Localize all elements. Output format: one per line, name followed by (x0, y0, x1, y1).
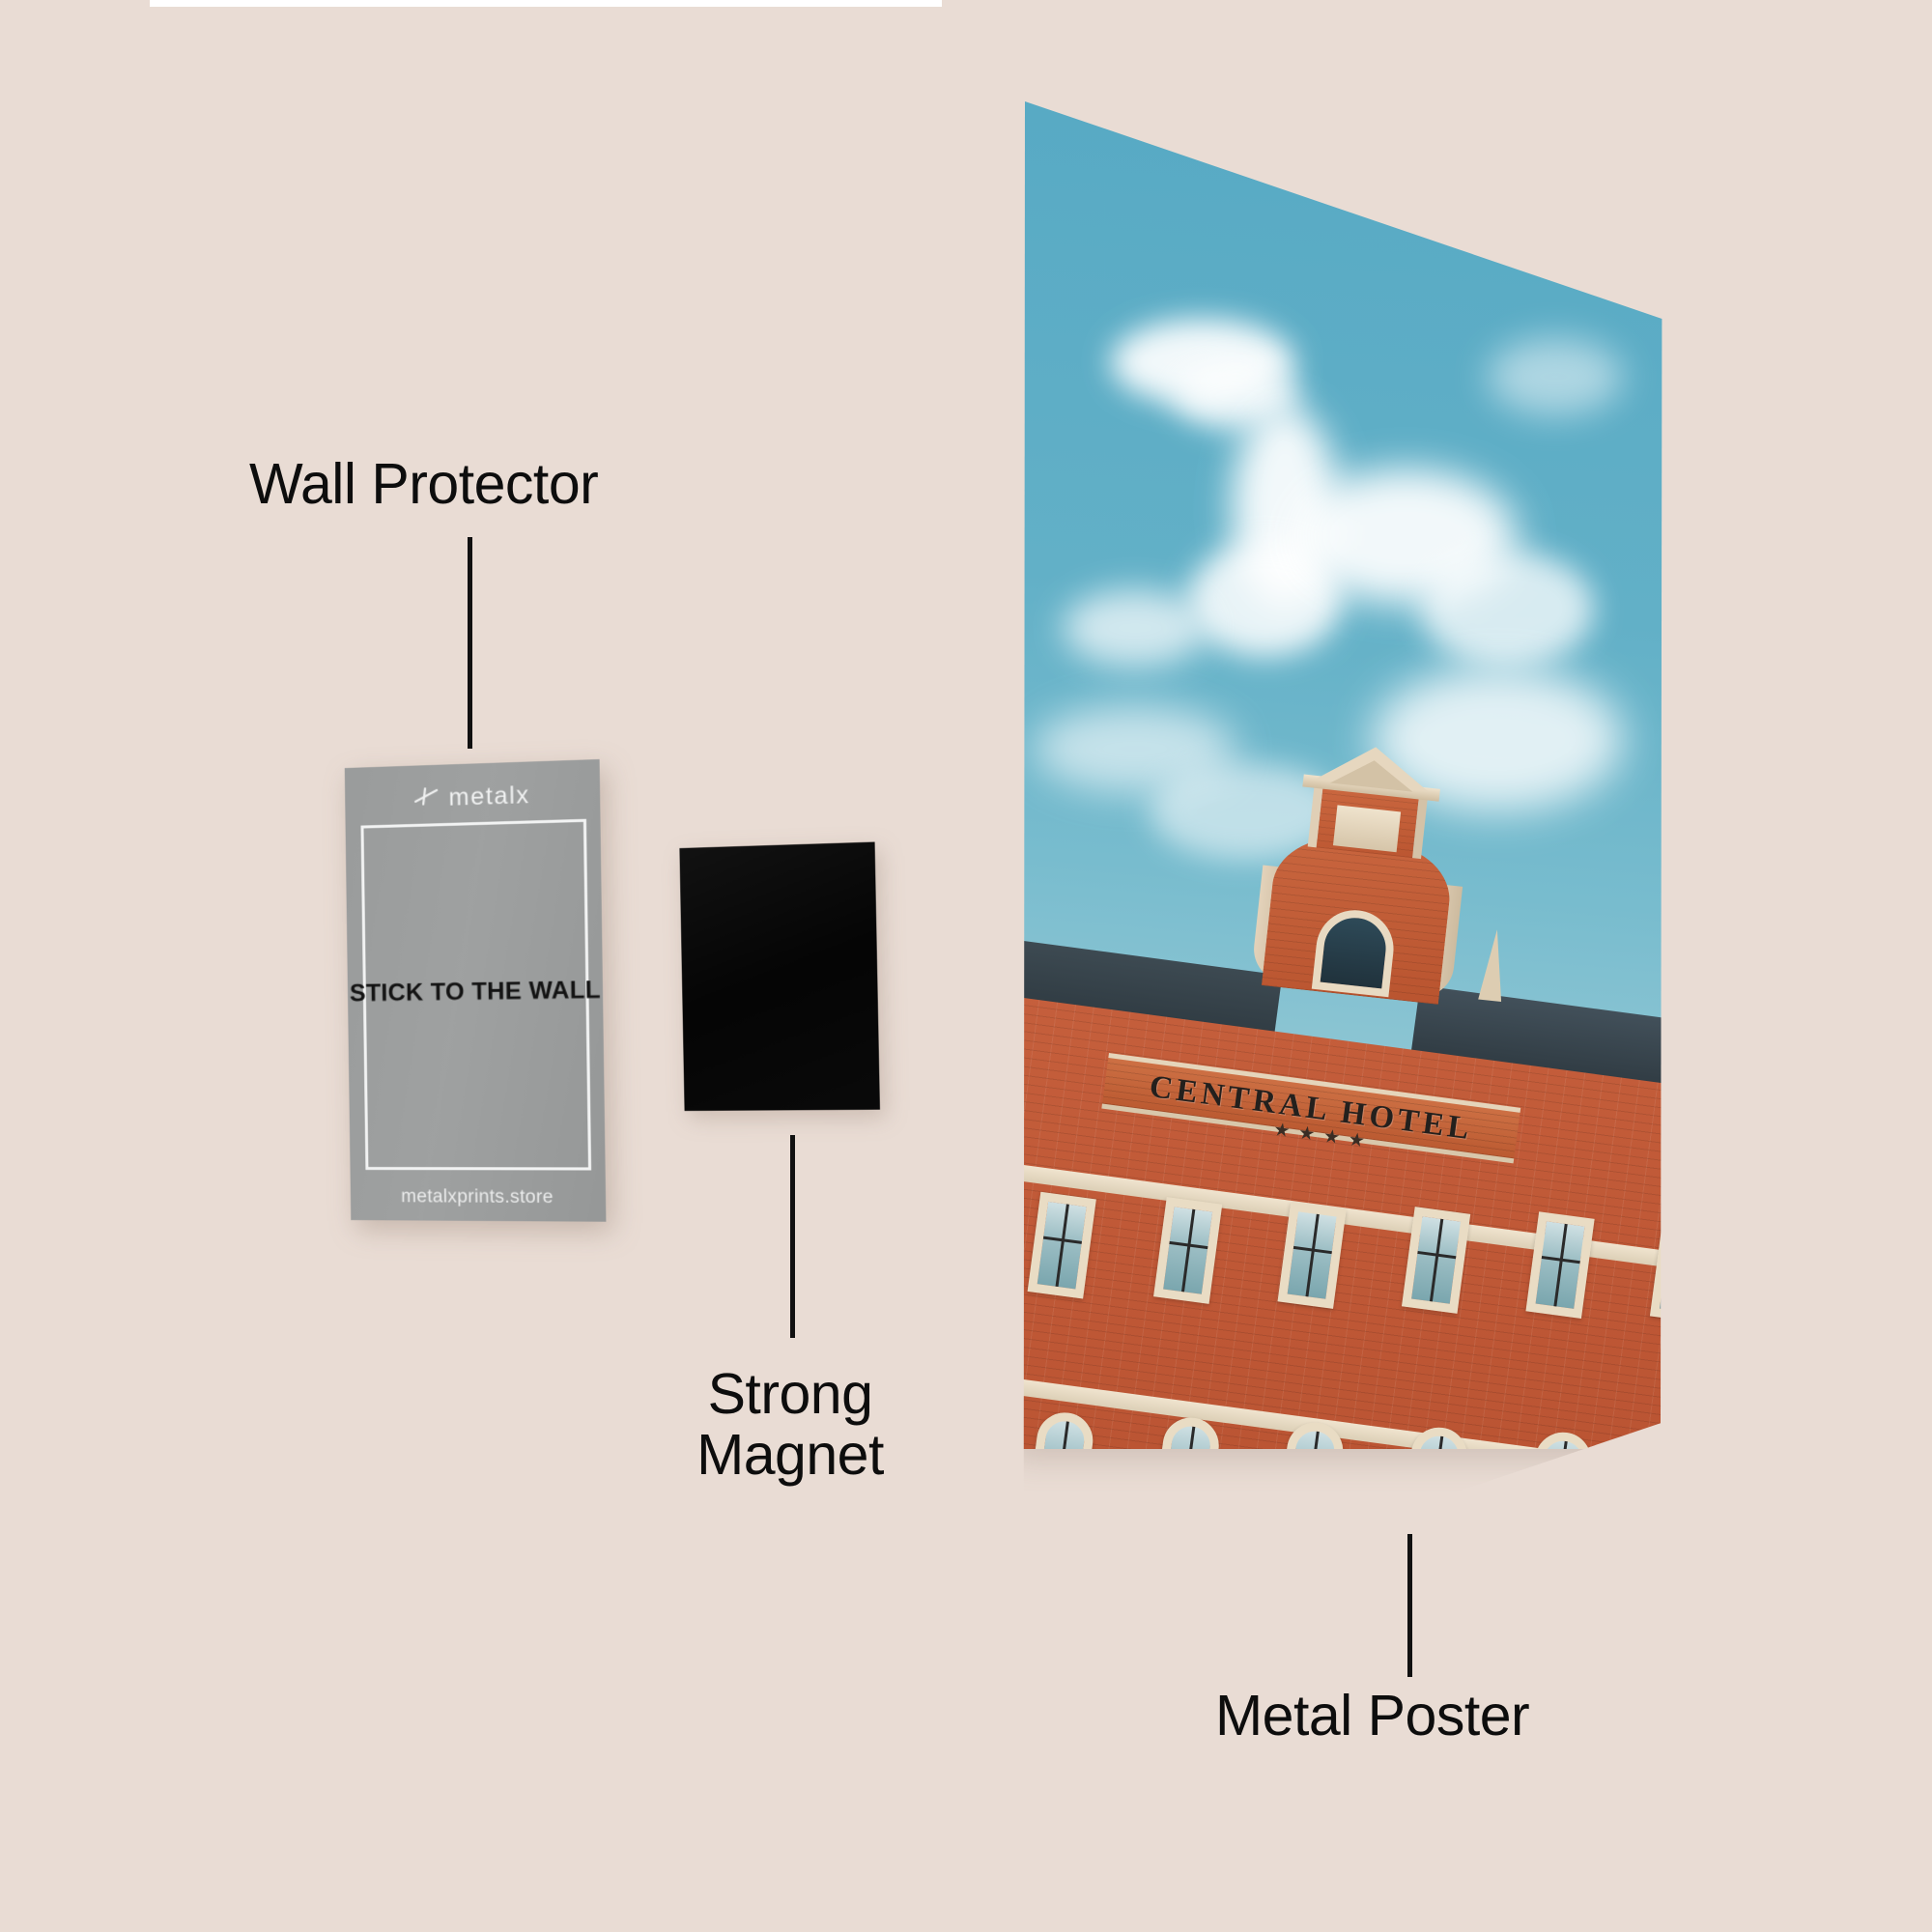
card-main-text: STICK TO THE WALL (349, 976, 602, 1008)
wall-protector-face: metalx STICK TO THE WALL metalxprints.st… (344, 758, 607, 1222)
brand-logo: metalx (345, 779, 600, 815)
ornate-gable (1245, 738, 1483, 1005)
leader-line-metal-poster (1407, 1534, 1412, 1677)
metal-poster-product: CENTRAL HOTEL ★★★★ (1023, 100, 1662, 1449)
strong-magnet-product (679, 841, 880, 1112)
leader-line-strong-magnet (790, 1135, 795, 1338)
brand-logo-text: metalx (448, 781, 530, 811)
callout-label-wall-protector: Wall Protector (249, 452, 599, 516)
cloud-shape (1488, 338, 1623, 415)
leader-line-wall-protector (468, 537, 472, 749)
card-store-url: metalxprints.store (400, 1186, 554, 1208)
cloud-shape (1063, 589, 1208, 667)
gable-stone-panel (1332, 805, 1402, 853)
top-white-strip (150, 0, 942, 7)
poster-photograph: CENTRAL HOTEL ★★★★ (1023, 100, 1662, 1449)
callout-label-metal-poster: Metal Poster (1215, 1684, 1530, 1747)
window-arched (1648, 1434, 1662, 1449)
callout-label-strong-magnet: Strong Magnet (696, 1362, 884, 1488)
metalx-cross-icon (412, 786, 440, 811)
roof-spire (1478, 927, 1509, 1003)
cloud-shape (1420, 551, 1594, 667)
wall-protector-card: metalx STICK TO THE WALL metalxprints.st… (344, 758, 607, 1222)
